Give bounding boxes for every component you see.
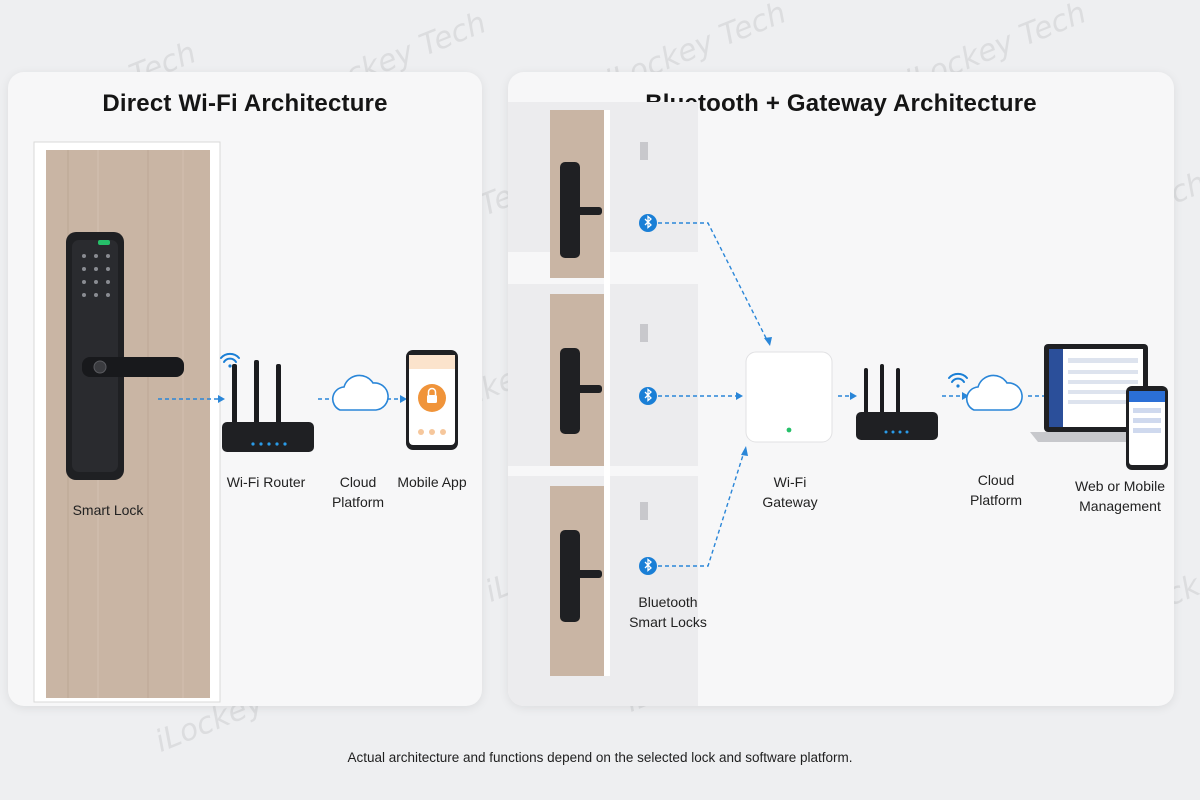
- web-mobile-management-label: Web or Mobile Management: [1074, 478, 1166, 514]
- direct-wifi-diagram: [33, 141, 458, 703]
- door-icon: [33, 141, 221, 703]
- bluetooth-icon: [639, 214, 657, 232]
- gateway-icon: [745, 351, 833, 443]
- arrow-lock3-to-gateway: [658, 451, 745, 567]
- smart-lock-icon: [560, 162, 602, 622]
- bluetooth-gateway-title: Bluetooth + Gateway Architecture: [645, 90, 1037, 117]
- wifi-router-label: Wi-Fi Router: [226, 474, 306, 490]
- cloud-icon: [965, 374, 1023, 411]
- cloud-icon: [331, 374, 389, 411]
- bluetooth-gateway-panel: Bluetooth + Gateway Architecture: [508, 72, 1174, 706]
- bluetooth-smart-locks-label: Bluetooth Smart Locks: [629, 594, 707, 630]
- smart-lock-icon: [66, 232, 184, 480]
- footer-note: Actual architecture and functions depend…: [347, 750, 853, 765]
- direct-wifi-panel: Direct Wi-Fi Architecture: [8, 72, 482, 706]
- arrow-lock1-to-gateway: [658, 222, 769, 343]
- router-icon: [222, 360, 314, 452]
- smartphone-icon: [1126, 386, 1168, 470]
- wifi-signal-icon: [220, 352, 240, 368]
- smart-lock-label: Smart Lock: [72, 502, 144, 518]
- direct-wifi-title: Direct Wi-Fi Architecture: [102, 90, 388, 117]
- bluetooth-icon: [639, 387, 657, 405]
- mobile-app-label: Mobile App: [397, 474, 467, 490]
- cloud-platform-label-left: Cloud Platform: [331, 474, 385, 510]
- bluetooth-icon: [639, 557, 657, 575]
- cloud-platform-label-right: Cloud Platform: [969, 472, 1023, 508]
- wifi-signal-icon: [948, 372, 968, 388]
- bluetooth-gateway-diagram: [508, 102, 1168, 706]
- smartphone-icon: [406, 350, 458, 450]
- wifi-gateway-label: Wi-Fi Gateway: [762, 474, 818, 510]
- router-icon: [856, 364, 938, 440]
